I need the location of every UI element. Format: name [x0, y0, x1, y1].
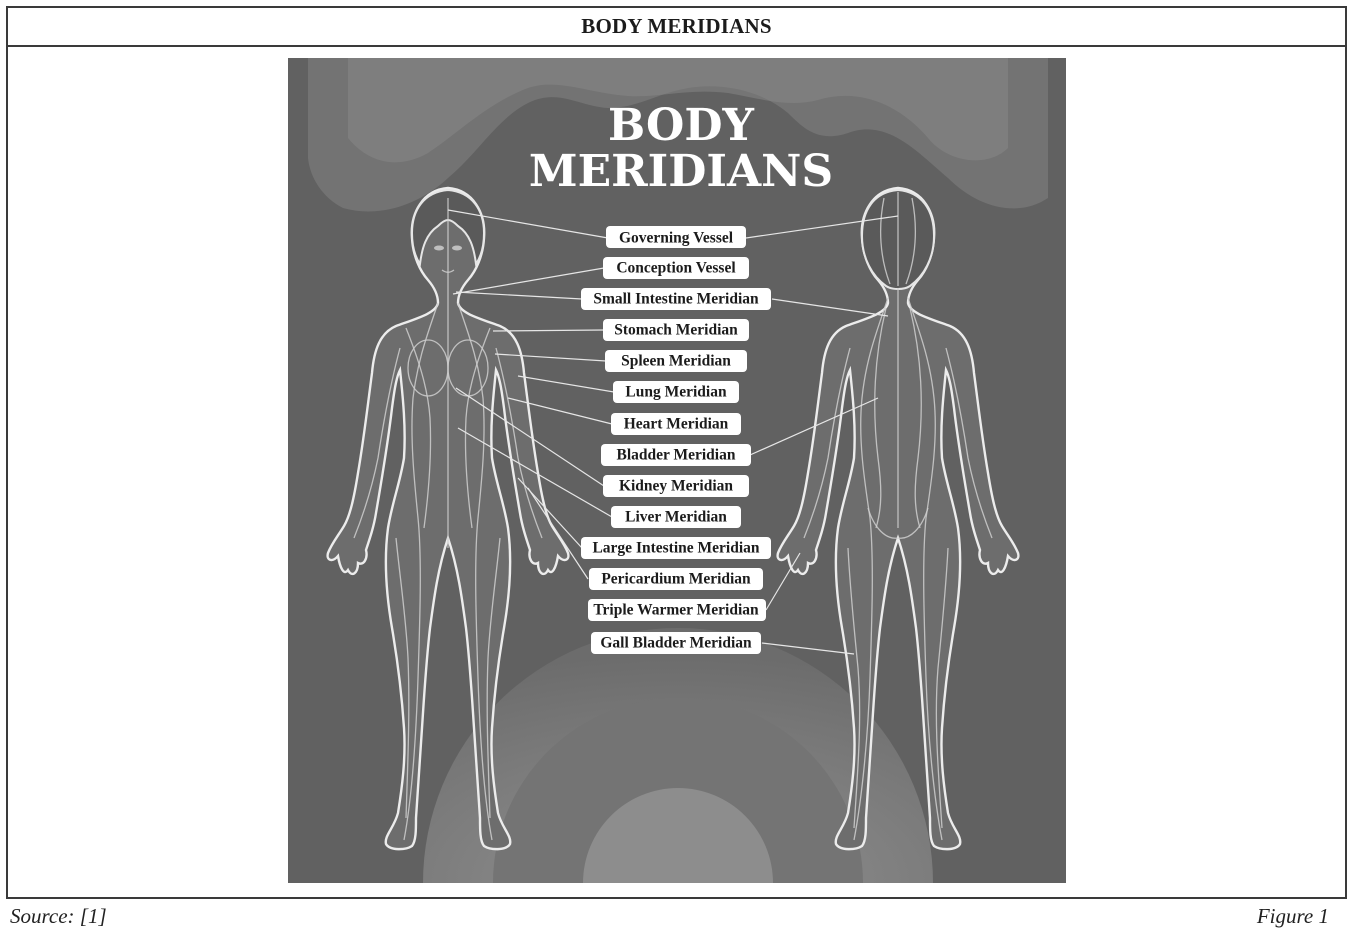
- figure-number: Figure 1: [1257, 904, 1329, 929]
- poster-title-line2: MERIDIANS: [529, 146, 833, 197]
- label-pericardium-meridian-text: Pericardium Meridian: [601, 571, 751, 588]
- label-liver-meridian-text: Liver Meridian: [625, 509, 727, 526]
- front-eye-left: [434, 246, 444, 251]
- source-caption: Source: [1]: [10, 904, 107, 929]
- label-spleen-meridian: Spleen Meridian: [605, 350, 747, 372]
- label-spleen-meridian-text: Spleen Meridian: [621, 353, 731, 370]
- label-gall-bladder-meridian: Gall Bladder Meridian: [591, 632, 761, 654]
- label-bladder-meridian-text: Bladder Meridian: [617, 447, 736, 464]
- label-small-intestine-meridian: Small Intestine Meridian: [581, 288, 771, 310]
- label-kidney-meridian-text: Kidney Meridian: [619, 478, 733, 495]
- poster-title-line1: BODY: [608, 100, 754, 151]
- label-bladder-meridian: Bladder Meridian: [601, 444, 751, 466]
- label-pericardium-meridian: Pericardium Meridian: [589, 568, 763, 590]
- label-lung-meridian-text: Lung Meridian: [625, 384, 727, 401]
- label-conception-vessel: Conception Vessel: [603, 257, 749, 279]
- meridian-illustration: BODY MERIDIANS: [288, 58, 1066, 883]
- front-eye-right: [452, 246, 462, 251]
- label-triple-warmer-meridian: Triple Warmer Meridian: [588, 599, 766, 621]
- label-liver-meridian: Liver Meridian: [611, 506, 741, 528]
- label-governing-vessel-text: Governing Vessel: [619, 230, 734, 247]
- label-kidney-meridian: Kidney Meridian: [603, 475, 749, 497]
- label-governing-vessel: Governing Vessel: [606, 226, 746, 248]
- label-large-intestine-meridian-text: Large Intestine Meridian: [592, 540, 759, 557]
- label-conception-vessel-text: Conception Vessel: [616, 260, 736, 277]
- label-gall-bladder-meridian-text: Gall Bladder Meridian: [600, 635, 752, 652]
- label-heart-meridian-text: Heart Meridian: [624, 416, 729, 433]
- label-stomach-meridian-text: Stomach Meridian: [614, 322, 738, 339]
- figure-header: BODY MERIDIANS: [8, 8, 1345, 47]
- label-lung-meridian: Lung Meridian: [613, 381, 739, 403]
- label-heart-meridian: Heart Meridian: [611, 413, 741, 435]
- label-triple-warmer-meridian-text: Triple Warmer Meridian: [593, 602, 759, 619]
- label-small-intestine-meridian-text: Small Intestine Meridian: [593, 291, 759, 308]
- label-stomach-meridian: Stomach Meridian: [603, 319, 749, 341]
- label-large-intestine-meridian: Large Intestine Meridian: [581, 537, 771, 559]
